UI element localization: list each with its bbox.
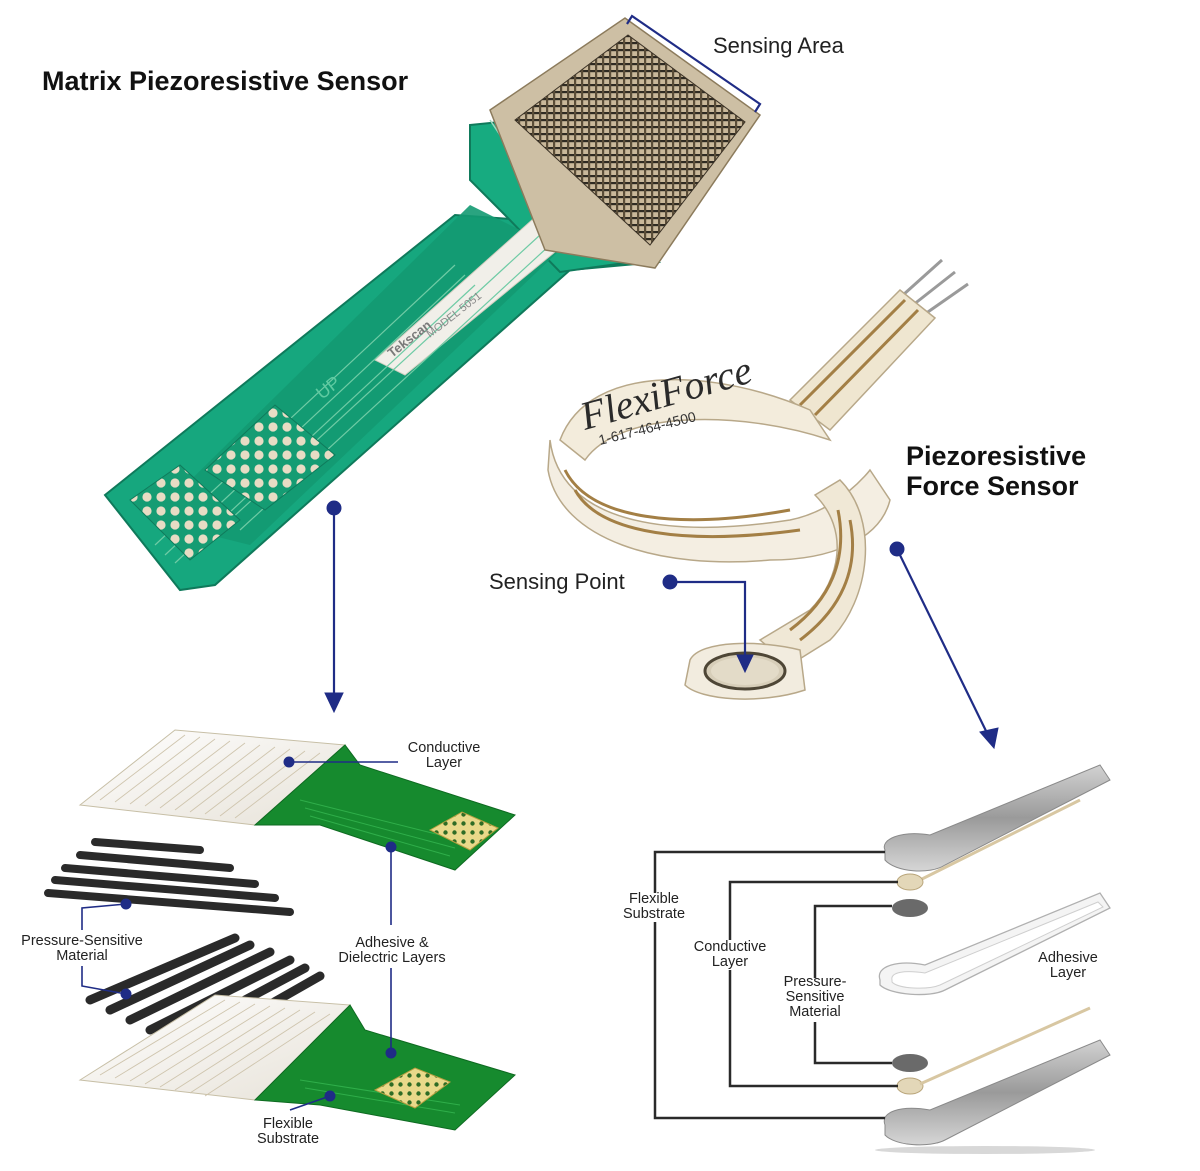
- matrix-sensor-pad-a: [129, 464, 241, 561]
- matrix-top-pad: [428, 811, 499, 851]
- flexiforce-upper-strip: [788, 288, 937, 432]
- matrix-bottom-pad: [373, 1067, 452, 1109]
- matrix-adhesive-layer-label: Adhesive & Dielectric Layers: [338, 935, 446, 966]
- flexiforce-loop-back: [559, 378, 832, 462]
- matrix-leader-lines: [81, 756, 398, 1111]
- pressure-strips-upper: [44, 838, 294, 916]
- connector-arrows: [324, 500, 999, 750]
- matrix-sensor-grid: [514, 34, 746, 246]
- matrix-exploded-view: [44, 729, 516, 1131]
- matrix-sensor-illustration: Tekscan MODEL 5051 UP: [103, 17, 762, 592]
- force-conductive-layer-label: Conductive Layer: [693, 939, 767, 970]
- flexiforce-sensor-illustration: FlexiForce 1-617-464-4500: [547, 258, 969, 700]
- force-top-substrate: [883, 764, 1111, 872]
- force-sensor-heading-line1: Piezoresistive: [906, 441, 1087, 471]
- force-exploded-view: [875, 764, 1111, 1154]
- sensing-point-label: Sensing Point: [489, 569, 625, 594]
- force-bottom-conductive-disc: [896, 1077, 924, 1095]
- force-top-conductor: [919, 798, 1081, 882]
- matrix-flexible-substrate-label: Flexible Substrate: [256, 1116, 320, 1147]
- force-arrow-head: [979, 727, 999, 750]
- sensing-area-label: Sensing Area: [713, 33, 844, 58]
- matrix-conductive-layer-label: Conductive Layer: [407, 740, 481, 771]
- sensing-area-bracket: [626, 14, 762, 113]
- force-bottom-substrate: [883, 1039, 1111, 1146]
- force-bottom-pressure-disc: [892, 1054, 928, 1072]
- force-pressure-material-label: Pressure- Sensitive Material: [783, 974, 847, 1020]
- force-shadow: [875, 1146, 1095, 1154]
- flexiforce-loop-front: [547, 439, 891, 563]
- force-leader-lines: [653, 850, 898, 1120]
- force-sensor-heading: Piezoresistive Force Sensor: [906, 441, 1166, 501]
- force-bottom-conductor: [919, 1006, 1091, 1086]
- force-flexible-substrate-label: Flexible Substrate: [622, 891, 686, 922]
- flexiforce-pins: [901, 258, 969, 316]
- matrix-arrow-head: [324, 692, 344, 714]
- force-top-pressure-disc: [892, 899, 928, 917]
- force-sensor-heading-line2: Force Sensor: [906, 471, 1079, 501]
- force-adhesive-layer-label: Adhesive Layer: [1038, 950, 1098, 981]
- sensing-point-arrow-head: [736, 654, 754, 674]
- matrix-sensor-pad-b: [204, 404, 336, 511]
- matrix-pressure-material-label: Pressure-Sensitive Material: [21, 933, 143, 964]
- force-top-conductive-disc: [896, 873, 924, 891]
- matrix-sensor-heading: Matrix Piezoresistive Sensor: [42, 66, 409, 96]
